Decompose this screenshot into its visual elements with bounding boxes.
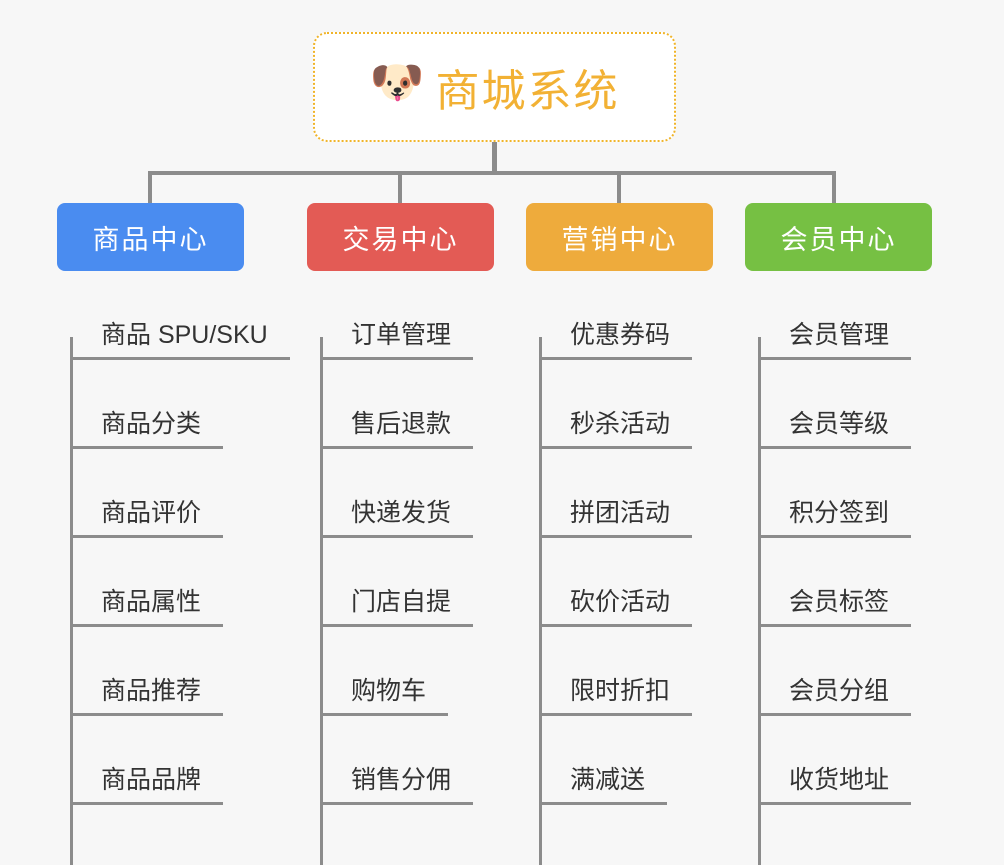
list-item[interactable]: 订单管理 bbox=[307, 271, 494, 360]
list-item[interactable]: 快递发货 bbox=[307, 449, 494, 538]
leaf-label: 收货地址 bbox=[761, 760, 912, 805]
leaf-list: 会员管理 会员等级 积分签到 会员标签 会员分组 收货地址 bbox=[745, 271, 932, 805]
leaf-list: 优惠券码 秒杀活动 拼团活动 砍价活动 限时折扣 满减送 bbox=[526, 271, 713, 805]
leaf-label: 销售分佣 bbox=[323, 760, 474, 805]
branch-spine bbox=[320, 337, 323, 865]
branch-column-marketing-center: 营销中心 优惠券码 秒杀活动 拼团活动 砍价活动 限时折扣 满减送 bbox=[526, 203, 713, 865]
leaf-branch-member-center: 会员管理 会员等级 积分签到 会员标签 会员分组 收货地址 bbox=[745, 271, 932, 865]
branch-spine bbox=[539, 337, 542, 865]
list-item[interactable]: 商品 SPU/SKU bbox=[57, 271, 290, 360]
leaf-label: 优惠券码 bbox=[542, 315, 693, 360]
category-box-trade-center[interactable]: 交易中心 bbox=[307, 203, 494, 271]
list-item[interactable]: 会员标签 bbox=[745, 538, 932, 627]
leaf-label: 商品推荐 bbox=[73, 671, 224, 716]
list-item[interactable]: 购物车 bbox=[307, 627, 494, 716]
list-item[interactable]: 拼团活动 bbox=[526, 449, 713, 538]
list-item[interactable]: 售后退款 bbox=[307, 360, 494, 449]
branch-column-member-center: 会员中心 会员管理 会员等级 积分签到 会员标签 会员分组 收货地址 bbox=[745, 203, 932, 865]
leaf-list: 商品 SPU/SKU 商品分类 商品评价 商品属性 商品推荐 商品品牌 bbox=[57, 271, 290, 805]
list-item[interactable]: 会员分组 bbox=[745, 627, 932, 716]
branch-drop-connector-4 bbox=[832, 171, 836, 207]
leaf-label: 快递发货 bbox=[323, 493, 474, 538]
leaf-list: 订单管理 售后退款 快递发货 门店自提 购物车 销售分佣 bbox=[307, 271, 494, 805]
leaf-label: 售后退款 bbox=[323, 404, 474, 449]
list-item[interactable]: 门店自提 bbox=[307, 538, 494, 627]
leaf-label: 会员管理 bbox=[761, 315, 912, 360]
leaf-label: 商品品牌 bbox=[73, 760, 224, 805]
mindmap-canvas: 🐶 商城系统 商品中心 商品 SPU/SKU 商品分类 商品评价 商品属性 商品… bbox=[57, 32, 932, 865]
leaf-label: 限时折扣 bbox=[542, 671, 693, 716]
category-label: 营销中心 bbox=[561, 224, 678, 255]
branch-column-trade-center: 交易中心 订单管理 售后退款 快递发货 门店自提 购物车 销售分佣 bbox=[307, 203, 494, 865]
branch-spine bbox=[70, 337, 73, 865]
list-item[interactable]: 商品分类 bbox=[57, 360, 244, 449]
category-box-member-center[interactable]: 会员中心 bbox=[745, 203, 932, 271]
leaf-label: 积分签到 bbox=[761, 493, 912, 538]
leaf-label: 购物车 bbox=[323, 671, 449, 716]
leaf-branch-trade-center: 订单管理 售后退款 快递发货 门店自提 购物车 销售分佣 bbox=[307, 271, 494, 865]
category-label: 会员中心 bbox=[780, 224, 897, 255]
list-item[interactable]: 秒杀活动 bbox=[526, 360, 713, 449]
list-item[interactable]: 商品品牌 bbox=[57, 716, 244, 805]
leaf-branch-product-center: 商品 SPU/SKU 商品分类 商品评价 商品属性 商品推荐 商品品牌 bbox=[57, 271, 290, 865]
list-item[interactable]: 积分签到 bbox=[745, 449, 932, 538]
category-box-product-center[interactable]: 商品中心 bbox=[57, 203, 244, 271]
leaf-label: 会员分组 bbox=[761, 671, 912, 716]
list-item[interactable]: 商品推荐 bbox=[57, 627, 244, 716]
list-item[interactable]: 砍价活动 bbox=[526, 538, 713, 627]
root-title: 商城系统 bbox=[435, 67, 620, 116]
shiba-dog-face-icon: 🐶 bbox=[369, 58, 425, 107]
leaf-label: 拼团活动 bbox=[542, 493, 693, 538]
leaf-label: 商品评价 bbox=[73, 493, 224, 538]
branch-spine bbox=[758, 337, 761, 865]
leaf-label: 会员等级 bbox=[761, 404, 912, 449]
leaf-label: 门店自提 bbox=[323, 582, 474, 627]
list-item[interactable]: 销售分佣 bbox=[307, 716, 494, 805]
branch-drop-connector-2 bbox=[398, 171, 402, 207]
list-item[interactable]: 收货地址 bbox=[745, 716, 932, 805]
list-item[interactable]: 会员等级 bbox=[745, 360, 932, 449]
leaf-label: 会员标签 bbox=[761, 582, 912, 627]
list-item[interactable]: 商品属性 bbox=[57, 538, 244, 627]
leaf-label: 满减送 bbox=[542, 760, 668, 805]
list-item[interactable]: 商品评价 bbox=[57, 449, 244, 538]
leaf-branch-marketing-center: 优惠券码 秒杀活动 拼团活动 砍价活动 限时折扣 满减送 bbox=[526, 271, 713, 865]
leaf-label: 商品 SPU/SKU bbox=[73, 315, 290, 360]
list-item[interactable]: 会员管理 bbox=[745, 271, 932, 360]
branch-column-product-center: 商品中心 商品 SPU/SKU 商品分类 商品评价 商品属性 商品推荐 商品品牌 bbox=[57, 203, 290, 865]
list-item[interactable]: 优惠券码 bbox=[526, 271, 713, 360]
list-item[interactable]: 限时折扣 bbox=[526, 627, 713, 716]
leaf-label: 商品属性 bbox=[73, 582, 224, 627]
leaf-label: 订单管理 bbox=[323, 315, 474, 360]
branch-drop-connector-1 bbox=[148, 171, 152, 207]
branch-bus-connector bbox=[148, 171, 836, 175]
root-stem-connector bbox=[492, 142, 497, 174]
leaf-label: 商品分类 bbox=[73, 404, 224, 449]
list-item[interactable]: 满减送 bbox=[526, 716, 713, 805]
category-label: 商品中心 bbox=[92, 224, 209, 255]
leaf-label: 秒杀活动 bbox=[542, 404, 693, 449]
leaf-label: 砍价活动 bbox=[542, 582, 693, 627]
root-node[interactable]: 🐶 商城系统 bbox=[313, 32, 676, 142]
category-label: 交易中心 bbox=[342, 224, 459, 255]
category-box-marketing-center[interactable]: 营销中心 bbox=[526, 203, 713, 271]
branch-drop-connector-3 bbox=[617, 171, 621, 207]
